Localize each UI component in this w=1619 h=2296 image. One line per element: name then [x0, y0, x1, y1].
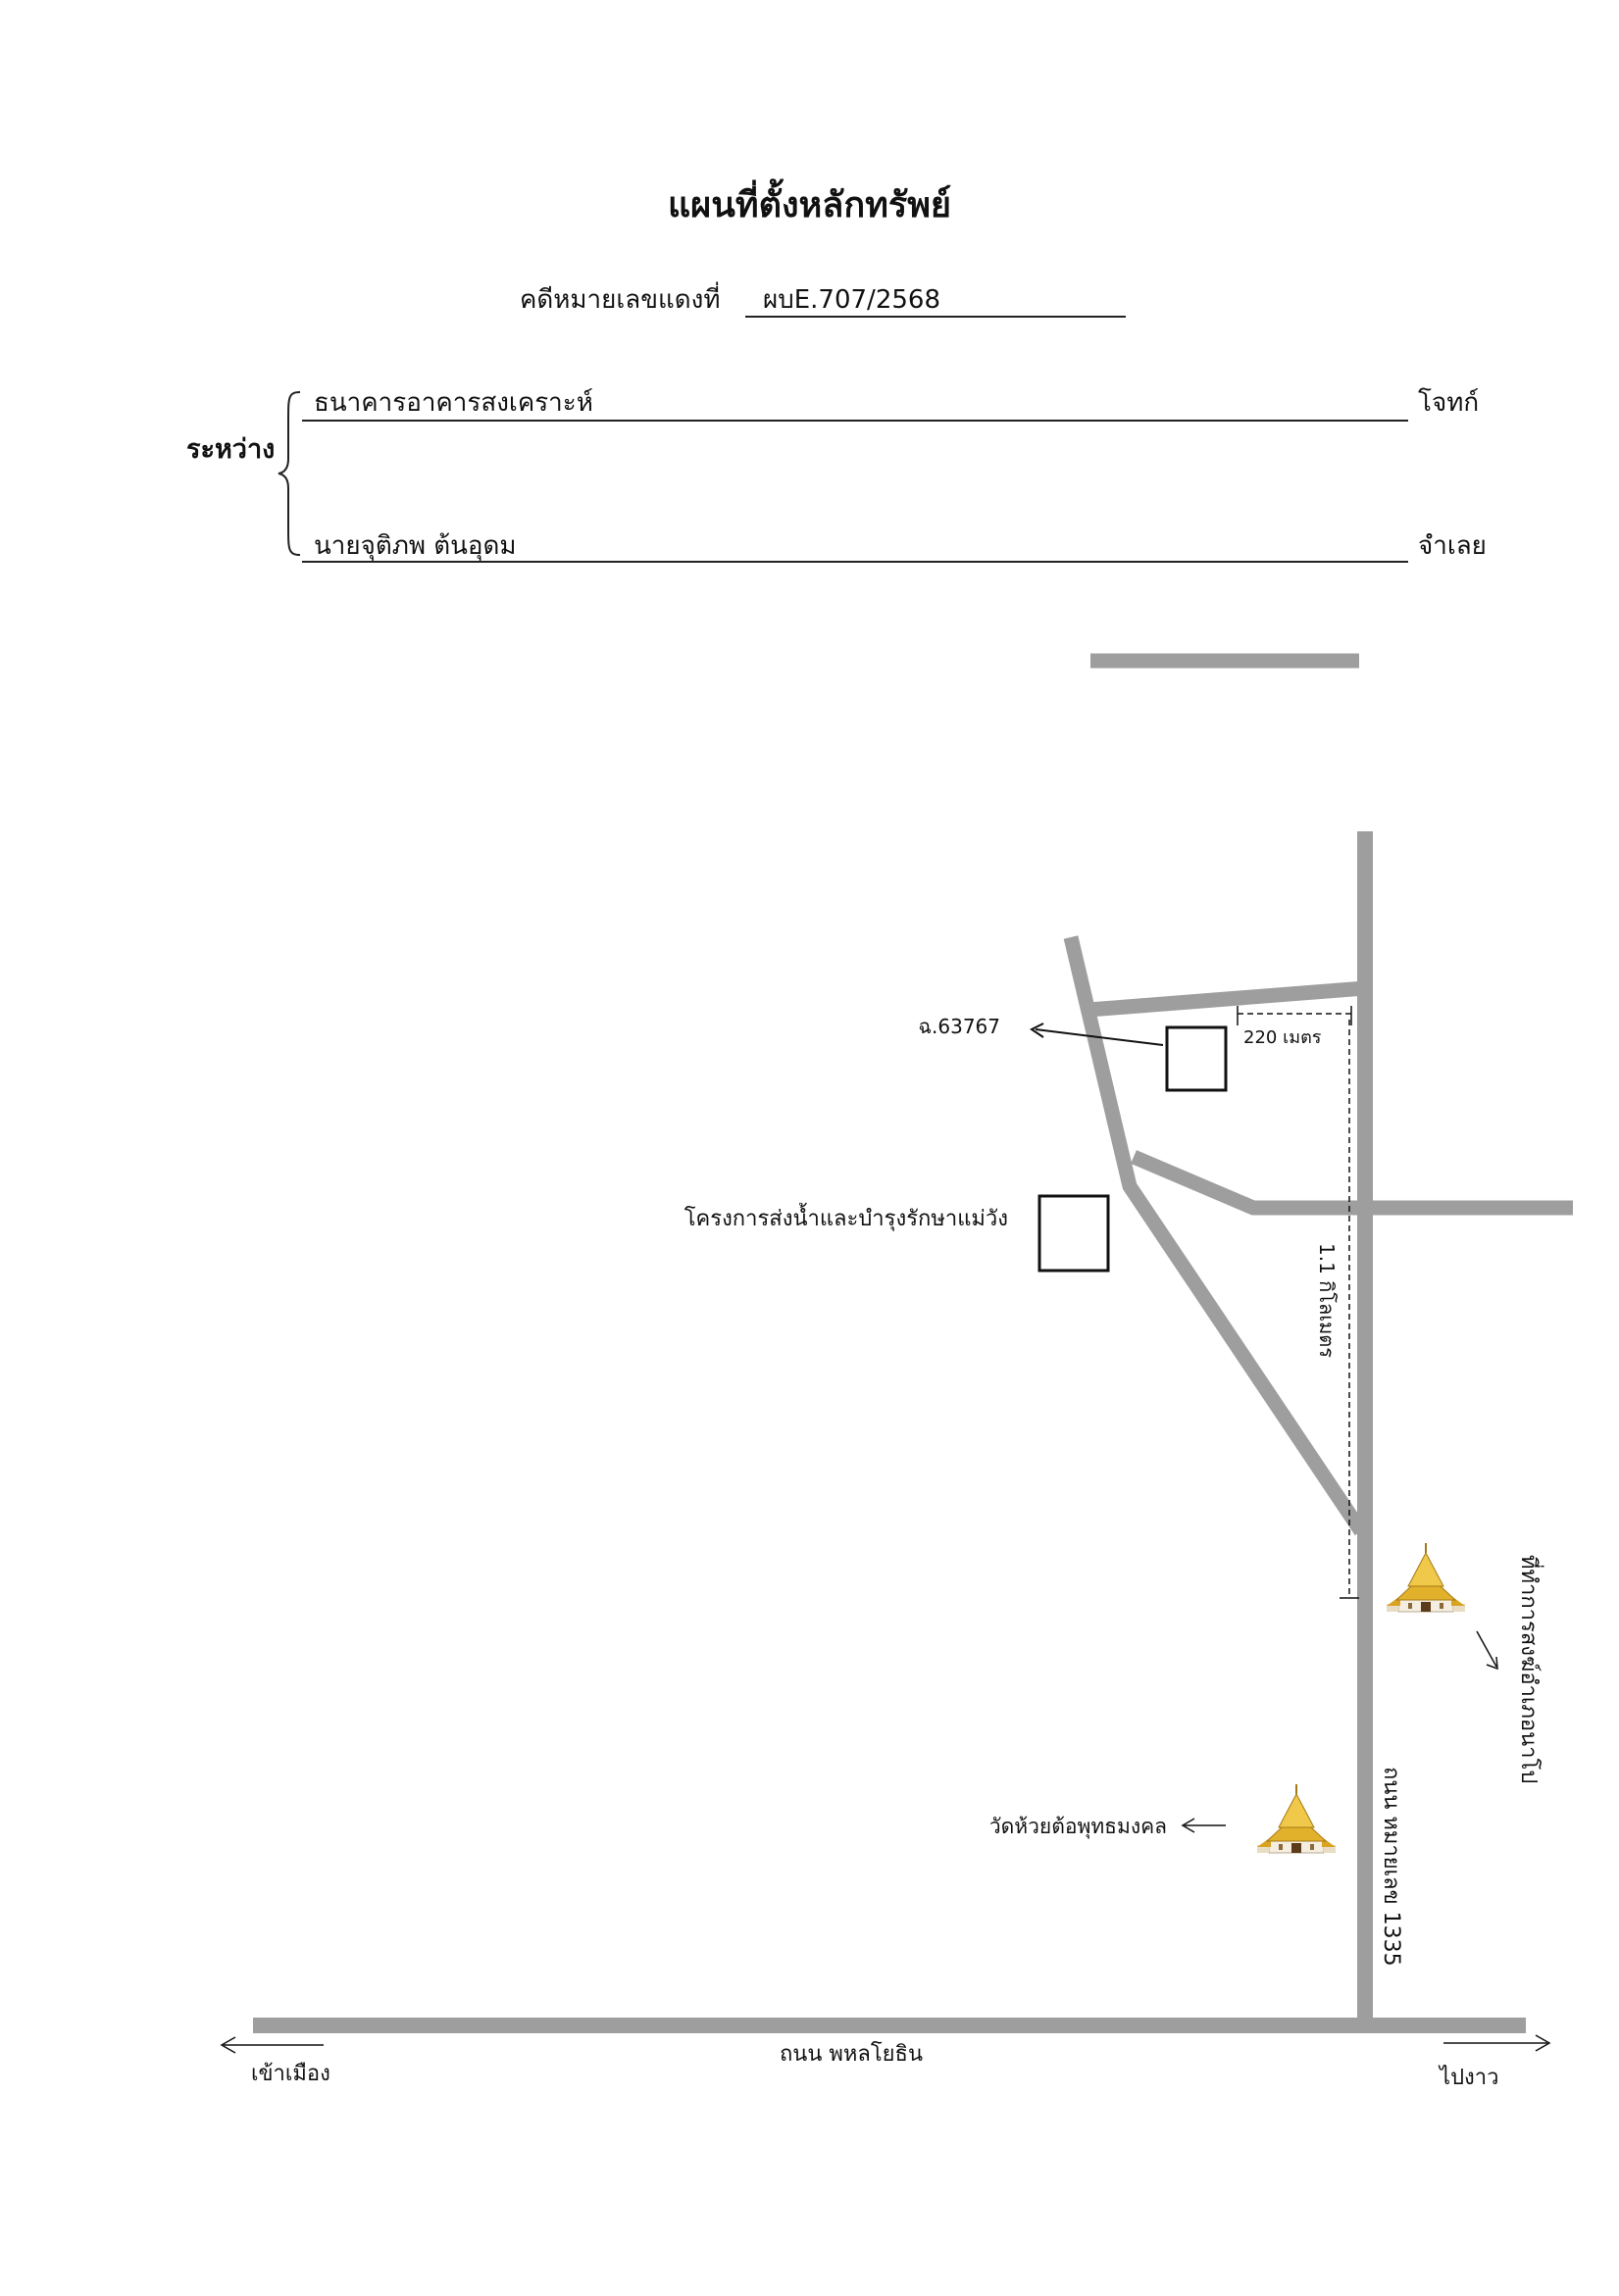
- plaintiff-name: ธนาคารอาคารสงเคราะห์: [314, 388, 593, 418]
- direction-right-label: ไปงาว: [1438, 2065, 1498, 2090]
- office-pointer: [1476, 1630, 1497, 1668]
- main-road-label: ถนน พหลโยธิน: [780, 2041, 923, 2067]
- defendant-role: จำเลย: [1418, 531, 1487, 561]
- project-plot: [1037, 1194, 1110, 1273]
- parcel-plot: [1165, 1025, 1228, 1092]
- road-branch-middle: [1131, 1150, 1573, 1216]
- arrow-left-icon: [220, 2036, 236, 2054]
- road-branch-upper: [1088, 980, 1366, 1018]
- case-number-label: คดีหมายเลขแดงที่: [520, 285, 721, 315]
- temple-icon: [1386, 1542, 1466, 1613]
- temple-label: วัดห้วยต้อพุทธมงคล: [989, 1815, 1167, 1839]
- arrow-left-icon: [1181, 1818, 1195, 1833]
- plaintiff-line: [302, 420, 1408, 422]
- district-office-label: ที่ทำการสงฆ์อำเภอนาโป: [1516, 1555, 1544, 1783]
- case-number-value: ผบE.707/2568: [763, 285, 940, 315]
- case-number-underline: [745, 316, 1126, 318]
- project-label: โครงการส่งน้ำและบำรุงรักษาแม่วัง: [684, 1203, 1008, 1231]
- defendant-name: นายจุติภพ ต้นอุดม: [314, 531, 517, 561]
- temple-icon: [1256, 1783, 1337, 1854]
- road-network: [253, 653, 1573, 2033]
- parcel-label: ฉ.63767: [918, 1015, 1000, 1038]
- distance-short-label: 220 เมตร: [1243, 1027, 1322, 1048]
- side-road-label: ถนน หมายเลข 1335: [1379, 1767, 1403, 1967]
- distance-long-label: 1.1 กิโลเมตร: [1315, 1243, 1339, 1358]
- direction-left-label: เข้าเมือง: [251, 2062, 330, 2086]
- plaintiff-role: โจทก์: [1418, 388, 1480, 418]
- arrow-right-icon: [1486, 1656, 1498, 1671]
- document-title: แผนที่ตั้งหลักทรัพย์: [667, 185, 952, 225]
- defendant-line: [302, 561, 1408, 563]
- arrow-right-icon: [1535, 2034, 1551, 2052]
- road-diagonal-west: [1063, 935, 1368, 1536]
- between-label: ระหว่าง: [186, 434, 276, 465]
- arrow-left-icon: [1030, 1023, 1044, 1038]
- party-brace: [278, 391, 301, 556]
- parcel-pointer: [1035, 1028, 1164, 1046]
